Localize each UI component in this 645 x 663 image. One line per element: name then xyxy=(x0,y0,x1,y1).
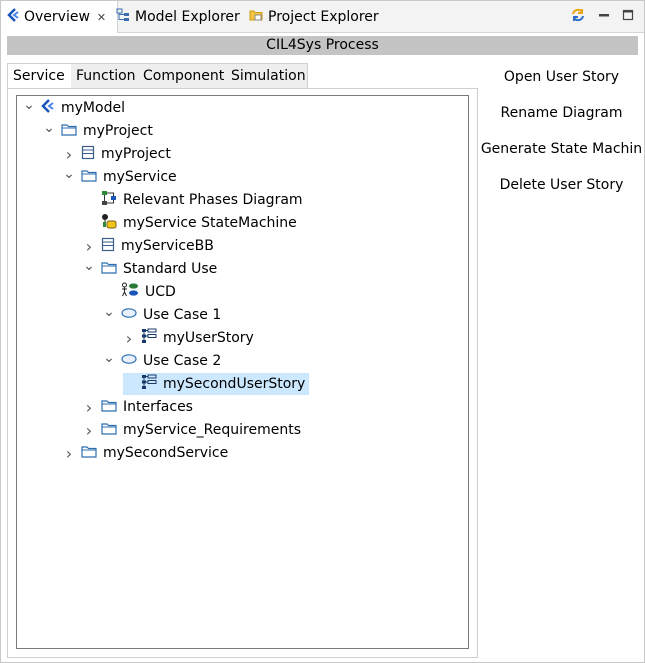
tab-overview-label: Overview xyxy=(24,9,90,25)
tree-item-label: myService StateMachine xyxy=(123,215,297,231)
chevron-right-icon[interactable]: › xyxy=(65,144,73,164)
use-case-icon xyxy=(121,307,137,323)
folder-icon xyxy=(101,261,117,278)
tab-model-explorer-label: Model Explorer xyxy=(135,8,240,25)
tree-item-label: mySecondService xyxy=(103,445,229,461)
folder-icon xyxy=(101,422,117,439)
generate-state-machine-button[interactable]: Generate State Machin xyxy=(480,141,643,157)
tree-row[interactable]: ⌄ myProject xyxy=(43,120,157,142)
state-machine-icon xyxy=(101,213,117,233)
tree-item-label: UCD xyxy=(145,284,176,300)
tree-item-label: Standard Use xyxy=(123,261,218,277)
tree-row[interactable]: myService StateMachine xyxy=(83,212,301,234)
link-sync-icon[interactable] xyxy=(570,7,586,27)
user-story-icon xyxy=(141,328,157,348)
view-tab-bar: Overview ✕ Model Explorer Project Explor… xyxy=(1,1,644,33)
tab-function[interactable]: Function xyxy=(71,63,139,90)
tab-component[interactable]: Component xyxy=(138,63,227,90)
use-case-diagram-icon xyxy=(121,282,139,302)
chevron-down-icon[interactable]: ⌄ xyxy=(103,350,115,366)
tree-item-label: myProject xyxy=(83,123,153,139)
tab-project-explorer-label: Project Explorer xyxy=(268,8,379,25)
tree-row[interactable]: mySecondUserStory xyxy=(123,373,310,395)
tab-project-explorer[interactable]: Project Explorer xyxy=(249,1,379,32)
tree-row[interactable]: UCD xyxy=(103,281,180,303)
close-icon[interactable]: ✕ xyxy=(96,10,107,24)
tree-item-label: mySecondUserStory xyxy=(163,376,306,392)
tree-item-label: Relevant Phases Diagram xyxy=(123,192,303,208)
chevron-right-icon[interactable]: › xyxy=(125,328,133,348)
tree-item-label: myModel xyxy=(61,100,125,116)
chevron-right-icon[interactable]: › xyxy=(85,236,93,256)
tree-item-label: myServiceBB xyxy=(121,238,214,254)
use-case-icon xyxy=(121,353,137,369)
user-story-icon xyxy=(141,374,157,394)
tree-row[interactable]: › myServiceBB xyxy=(83,235,218,257)
tree-row[interactable]: › myUserStory xyxy=(123,327,258,349)
tab-model-explorer[interactable]: Model Explorer xyxy=(116,1,240,32)
tree-row[interactable]: ⌄ Use Case 2 xyxy=(103,350,225,372)
chevron-down-icon[interactable]: ⌄ xyxy=(23,97,35,113)
block-icon xyxy=(101,237,115,256)
folder-icon xyxy=(81,445,97,462)
tree-row[interactable]: › Interfaces xyxy=(83,396,197,418)
tree-item-label: myUserStory xyxy=(163,330,254,346)
delete-user-story-button[interactable]: Delete User Story xyxy=(499,177,624,193)
tab-overview[interactable]: Overview ✕ xyxy=(1,1,118,33)
process-title: CIL4Sys Process xyxy=(7,36,638,55)
tree-row[interactable]: ⌄ myService xyxy=(63,166,181,188)
model-diamond-icon xyxy=(7,8,19,26)
folder-icon xyxy=(101,399,117,416)
tree-item-label: Use Case 1 xyxy=(143,307,222,323)
chevron-down-icon[interactable]: ⌄ xyxy=(63,166,75,182)
maximize-icon[interactable] xyxy=(622,9,634,25)
tree-item-label: myProject xyxy=(101,146,171,162)
rename-diagram-button[interactable]: Rename Diagram xyxy=(500,105,623,121)
folder-icon xyxy=(81,169,97,186)
tree-row[interactable]: › mySecondService xyxy=(63,442,232,464)
tree-row[interactable]: › myProject xyxy=(63,143,175,165)
chevron-down-icon[interactable]: ⌄ xyxy=(83,258,95,274)
tree-row[interactable]: Relevant Phases Diagram xyxy=(83,189,307,211)
tree-row[interactable]: ⌄ Use Case 1 xyxy=(103,304,225,326)
open-user-story-button[interactable]: Open User Story xyxy=(503,69,620,85)
chevron-right-icon[interactable]: › xyxy=(85,397,93,417)
tree-row[interactable]: › myService_Requirements xyxy=(83,419,305,441)
tree-item-label: Use Case 2 xyxy=(143,353,222,369)
chevron-right-icon[interactable]: › xyxy=(65,443,73,463)
tab-service[interactable]: Service xyxy=(7,63,73,91)
minimize-icon[interactable] xyxy=(598,9,610,25)
tree-row[interactable]: ⌄ Standard Use xyxy=(83,258,221,280)
tree-item-label: Interfaces xyxy=(123,399,193,415)
chevron-down-icon[interactable]: ⌄ xyxy=(43,120,55,136)
tree-item-label: myService xyxy=(103,169,177,185)
chevron-down-icon[interactable]: ⌄ xyxy=(103,304,115,320)
tab-simulation[interactable]: Simulation xyxy=(226,63,308,90)
tree-item-label: myService_Requirements xyxy=(123,422,301,438)
project-explorer-icon xyxy=(249,8,263,26)
model-icon xyxy=(41,99,55,117)
chevron-right-icon[interactable]: › xyxy=(85,420,93,440)
model-explorer-icon xyxy=(116,8,130,26)
tree-row[interactable]: ⌄ myModel xyxy=(23,97,129,119)
phases-diagram-icon xyxy=(101,190,117,210)
folder-icon xyxy=(61,123,77,140)
block-icon xyxy=(81,145,95,164)
view-toolbar xyxy=(570,1,634,32)
